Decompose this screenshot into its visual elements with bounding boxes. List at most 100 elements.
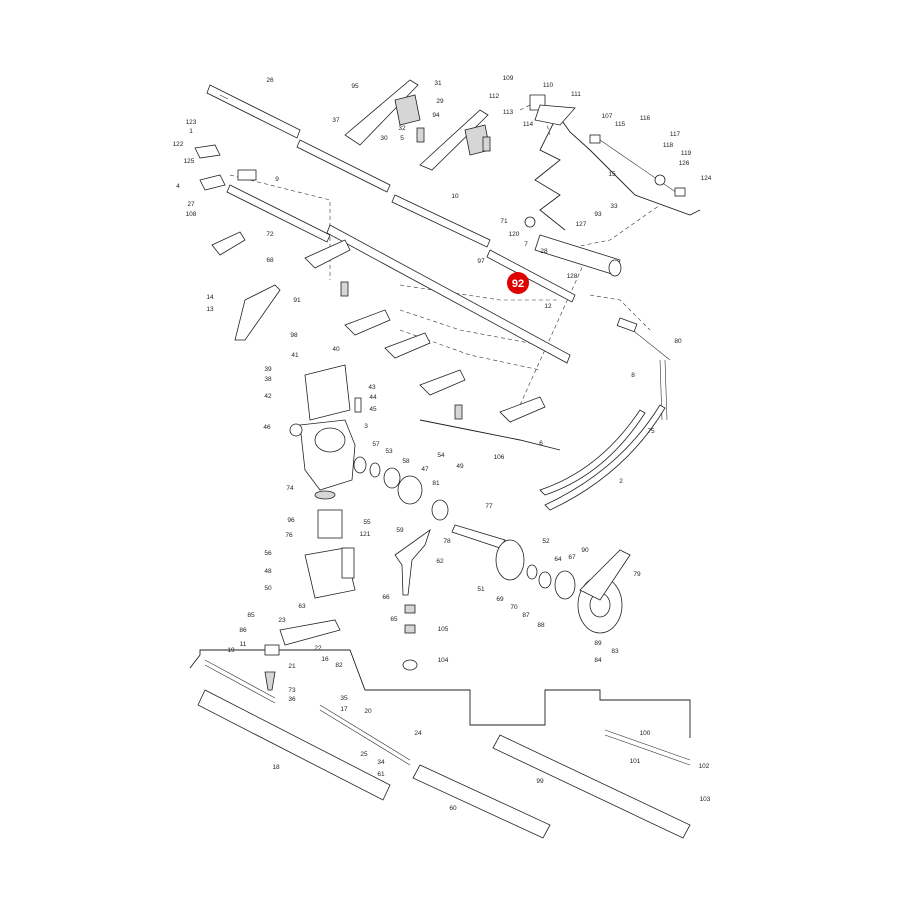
arm-89: [264, 619, 341, 691]
part-callout-101: 101: [630, 758, 641, 765]
part-callout-126: 126: [679, 160, 690, 167]
part-callout-25: 25: [360, 751, 368, 758]
bracket-12: [304, 364, 362, 421]
part-callout-9: 9: [275, 176, 279, 183]
tube-120: [524, 216, 622, 277]
part-callout-97: 97: [477, 258, 485, 265]
curved-rod-100: [539, 404, 666, 511]
part-callout-59: 59: [396, 527, 404, 534]
part-callout-90: 90: [581, 547, 589, 554]
part-callout-54: 54: [437, 452, 445, 459]
part-callout-20: 20: [364, 708, 372, 715]
part-callout-69: 69: [496, 596, 504, 603]
part-callout-16: 16: [321, 656, 329, 663]
part-callout-106: 106: [494, 454, 505, 461]
part-callout-75: 75: [647, 428, 655, 435]
part-callout-26: 26: [266, 77, 274, 84]
part-callout-41: 41: [291, 352, 299, 359]
part-callout-114: 114: [523, 121, 534, 128]
part-callout-18: 18: [272, 764, 280, 771]
part-callout-70: 70: [510, 604, 518, 611]
part-callout-55: 55: [363, 519, 371, 526]
part-callout-91: 91: [293, 297, 301, 304]
part-callout-31: 31: [434, 80, 442, 87]
part-callout-103: 103: [700, 796, 711, 803]
part-callout-102: 102: [699, 763, 710, 770]
part-callout-58: 58: [402, 458, 410, 465]
part-callout-43: 43: [368, 384, 376, 391]
bar-17: [412, 764, 551, 839]
part-callout-105: 105: [438, 626, 449, 633]
part-callout-45: 45: [369, 406, 377, 413]
part-callout-7: 7: [524, 241, 528, 248]
part-callout-21: 21: [288, 663, 296, 670]
part-callout-32: 32: [398, 125, 406, 132]
part-callout-36: 36: [288, 696, 296, 703]
part-callout-81: 81: [432, 480, 440, 487]
part-callout-80: 80: [674, 338, 682, 345]
part-callout-48: 48: [264, 568, 272, 575]
part-callout-39: 39: [264, 366, 272, 373]
part-callout-1: 1: [189, 128, 193, 135]
part-callout-35: 35: [340, 695, 348, 702]
bar-28: [486, 249, 576, 303]
bar-18: [492, 734, 691, 839]
part-callout-38: 38: [264, 376, 272, 383]
part-callout-22: 22: [314, 645, 322, 652]
part-callout-67: 67: [568, 554, 576, 561]
part-callout-89: 89: [594, 640, 602, 647]
part-callout-111: 111: [571, 91, 581, 98]
highlight-callout[interactable]: 92: [507, 272, 529, 294]
part-callout-42: 42: [264, 393, 272, 400]
part-callout-24: 24: [414, 730, 422, 737]
part-callout-104: 104: [438, 657, 449, 664]
rod-111: [616, 317, 671, 421]
part-callout-62: 62: [436, 558, 444, 565]
part-callout-100: 100: [640, 730, 651, 737]
part-callout-40: 40: [332, 346, 340, 353]
part-callout-113: 113: [503, 109, 514, 116]
bolt-stack-top: [340, 127, 491, 420]
part-callout-85: 85: [247, 612, 255, 619]
part-callout-57: 57: [372, 441, 380, 448]
part-callout-44: 44: [369, 394, 377, 401]
bar-main: [226, 184, 571, 364]
part-callout-23: 23: [278, 617, 286, 624]
part-callout-29: 29: [436, 98, 444, 105]
shaft-47: [451, 524, 576, 600]
part-callout-34: 34: [377, 759, 385, 766]
gearbox-housing: [289, 419, 356, 500]
part-callout-33: 33: [610, 203, 618, 210]
part-callout-14: 14: [206, 294, 214, 301]
part-callout-72: 72: [266, 231, 274, 238]
part-callout-94: 94: [432, 112, 440, 119]
bar-37: [296, 139, 391, 193]
bearings-row: [353, 456, 449, 521]
part-callout-108: 108: [186, 211, 197, 218]
part-callout-88: 88: [537, 622, 545, 629]
highlight-label: 92: [512, 278, 524, 290]
part-callout-11: 11: [240, 641, 247, 648]
part-callout-28: 28: [540, 248, 548, 255]
part-callout-96: 96: [287, 517, 295, 524]
bar-26: [206, 84, 301, 139]
part-callout-124: 124: [701, 175, 712, 182]
part-callout-12: 12: [544, 303, 552, 310]
part-callout-117: 117: [670, 131, 681, 138]
knife-bar-20: [604, 729, 691, 766]
part-callout-10: 10: [451, 193, 459, 200]
part-callout-98: 98: [290, 332, 298, 339]
part-callout-87: 87: [522, 612, 530, 619]
knife-guards: [211, 231, 546, 423]
part-callout-121: 121: [360, 531, 371, 538]
knife-bar-22: [319, 704, 411, 766]
part-callout-118: 118: [663, 142, 674, 149]
highlight-marker[interactable]: [507, 272, 529, 294]
linkage-right-top: [529, 94, 686, 197]
part-callout-74: 74: [286, 485, 294, 492]
part-callout-110: 110: [543, 82, 554, 89]
knife-bar-top: [204, 659, 276, 704]
part-callout-125: 125: [184, 158, 195, 165]
part-callout-71: 71: [500, 218, 508, 225]
